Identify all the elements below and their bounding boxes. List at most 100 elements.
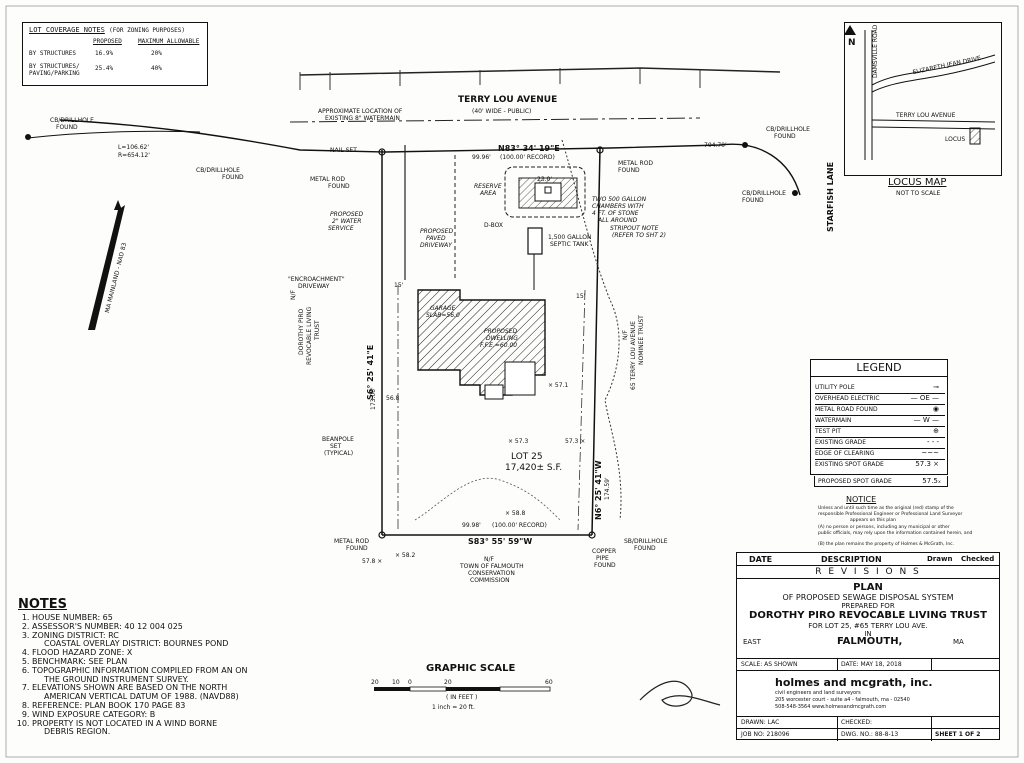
south-owner-name-3: COMMISSION bbox=[470, 577, 510, 584]
metal-rod-nw: METAL ROD bbox=[310, 176, 346, 183]
town-name: FALMOUTH, bbox=[837, 636, 903, 647]
firm-row: holmes and mcgrath, inc. civil engineers… bbox=[737, 671, 999, 717]
existing-spot-grade-icon: 57.3 × bbox=[915, 460, 939, 468]
distance-top-record: (100.00' RECORD) bbox=[500, 154, 555, 161]
legend-item-label: TEST PIT bbox=[815, 428, 841, 435]
spot-grade-373: 57.3 × bbox=[565, 438, 586, 445]
revisions-header-row: DATE DESCRIPTION Drawn Checked bbox=[737, 553, 999, 566]
cb-drillhole-right-b-found: FOUND bbox=[742, 197, 764, 204]
setback-15-east: 15' bbox=[576, 293, 586, 300]
bearing-east: N6° 25' 41"W bbox=[594, 460, 603, 520]
copper-pipe: COPPER bbox=[592, 548, 617, 555]
metal-rod-sw-found: FOUND bbox=[346, 545, 368, 552]
plan-title-area: PLAN OF PROPOSED SEWAGE DISPOSAL SYSTEM … bbox=[737, 579, 999, 659]
edge-of-clearing-icon: ~~~ bbox=[921, 449, 939, 457]
note-item: ASSESSOR'S NUMBER: 40 12 004 025 bbox=[32, 622, 338, 632]
copper-pipe-found: FOUND bbox=[594, 562, 616, 569]
state: MA bbox=[953, 638, 964, 646]
distance-top: 99.96' bbox=[472, 154, 491, 161]
stripout-note-2: (REFER TO SHT 2) bbox=[612, 232, 666, 239]
lot-coverage-notes: LOT COVERAGE NOTES (FOR ZONING PURPOSES)… bbox=[22, 22, 208, 86]
chambers-note: TWO 500 GALLON bbox=[592, 196, 647, 203]
firm-address: 205 worcester court - suite a4 - falmout… bbox=[775, 697, 910, 703]
dwelling-label: PROPOSED bbox=[484, 328, 518, 335]
east-owner-nf: N/F bbox=[622, 330, 629, 340]
legend: LEGEND UTILITY POLE⊸ OVERHEAD ELECTRIC— … bbox=[810, 359, 948, 475]
chamber-dimension: 23.0' bbox=[537, 176, 553, 183]
paved-driveway-label: PROPOSED bbox=[420, 228, 454, 235]
sb-drillhole-found: FOUND bbox=[634, 545, 656, 552]
notice-line: Unless and until such time as the origin… bbox=[818, 506, 954, 511]
dwelling-ffe: F.F.E.=60.00 bbox=[480, 342, 518, 349]
spot-grade-588: × 58.8 bbox=[505, 510, 526, 517]
metal-rod-sw: METAL ROD bbox=[334, 538, 370, 545]
leach-chambers bbox=[534, 182, 562, 202]
south-owner-name: TOWN OF FALMOUTH bbox=[460, 563, 524, 570]
graphic-scale-bar bbox=[374, 686, 551, 692]
coverage-row-proposed: 25.4% bbox=[95, 65, 114, 72]
curve-length: L=106.62' bbox=[118, 144, 150, 151]
coverage-row-proposed: 16.9% bbox=[95, 50, 114, 57]
beanpole-set: SET bbox=[330, 443, 342, 450]
east-owner-name: 65 TERRY LOU AVENUE bbox=[630, 321, 637, 390]
test-pit-icon: ⊕ bbox=[933, 427, 939, 435]
west-owner-nf: N/F bbox=[290, 290, 297, 300]
job-row: JOB NO: 218096 DWG. NO.: 88-8-13 SHEET 1… bbox=[737, 717, 999, 741]
prepared-for: PREPARED FOR bbox=[841, 602, 895, 610]
beanpole-label: BEANPOLE bbox=[322, 436, 354, 443]
scale-field: SCALE: AS SHOWN bbox=[741, 661, 798, 668]
setback-15-west: 15' bbox=[394, 282, 404, 289]
legend-item-label: EXISTING GRADE bbox=[815, 439, 867, 446]
legend-item: METAL ROAD FOUND ◉ bbox=[815, 404, 945, 416]
locus-map-subtitle: NOT TO SCALE bbox=[896, 190, 941, 197]
legend-item: OVERHEAD ELECTRIC— OE — bbox=[815, 393, 945, 405]
south-owner-nf: N/F bbox=[484, 556, 494, 563]
metal-rod-icon: ◉ bbox=[932, 405, 939, 413]
metal-rod-ne: METAL ROD bbox=[618, 160, 654, 167]
legend-title: LEGEND bbox=[811, 360, 947, 377]
legend-item-label: OVERHEAD ELECTRIC bbox=[815, 395, 880, 402]
sheet-number: SHEET 1 OF 2 bbox=[935, 731, 981, 738]
client-name: DOROTHY PIRO REVOCABLE LIVING TRUST bbox=[749, 610, 987, 621]
scale-tick: 60 bbox=[545, 679, 553, 686]
notice-title: NOTICE bbox=[846, 495, 877, 504]
chamber-port bbox=[544, 186, 552, 194]
west-owner-name: DOROTHY PIRO bbox=[298, 308, 305, 355]
metal-rod-ne-marker bbox=[596, 146, 604, 154]
general-notes: NOTES HOUSE NUMBER: 65 ASSESSOR'S NUMBER… bbox=[18, 597, 338, 737]
revision-desc-col: DESCRIPTION bbox=[821, 555, 882, 564]
existing-grade-contour bbox=[414, 477, 561, 521]
spot-grade-568: 56.8 bbox=[386, 395, 400, 402]
deck bbox=[504, 361, 536, 396]
scale-tick: 10 bbox=[392, 679, 400, 686]
watermain-label-2: EXISTING 8" WATERMAIN bbox=[325, 115, 400, 122]
legend-item: UTILITY POLE⊸ bbox=[815, 382, 945, 394]
paved-driveway-label-3: DRIVEWAY bbox=[420, 242, 452, 249]
lot-line-east bbox=[591, 147, 601, 536]
cb-drillhole-mid-found: FOUND bbox=[222, 174, 244, 181]
legend-item-label: METAL ROAD FOUND bbox=[815, 406, 878, 413]
spot-grade-582: × 58.2 bbox=[395, 552, 416, 559]
curve-radius: R=654.12' bbox=[118, 152, 150, 159]
cb-drillhole-right-marker bbox=[742, 142, 748, 148]
proposed-spot-grade-icon: 57.5ₓ bbox=[922, 477, 941, 485]
starfish-lane: STARFISH LANE bbox=[826, 161, 835, 232]
coverage-subtitle: (FOR ZONING PURPOSES) bbox=[109, 27, 185, 34]
graphic-scale-title: GRAPHIC SCALE bbox=[426, 663, 516, 674]
date-field: DATE: MAY 18, 2018 bbox=[841, 661, 902, 668]
street-name: TERRY LOU AVENUE bbox=[458, 95, 558, 105]
scale-unit: ( IN FEET ) bbox=[446, 694, 478, 701]
legend-item: WATERMAIN— W — bbox=[815, 415, 945, 427]
firm-name: holmes and mcgrath, inc. bbox=[775, 676, 933, 689]
note-item: PROPERTY IS NOT LOCATED IN A WIND BORNED… bbox=[32, 719, 338, 738]
note-item: FLOOD HAZARD ZONE: X bbox=[32, 648, 338, 658]
note-item: BENCHMARK: SEE PLAN bbox=[32, 657, 338, 667]
firm-subtitle: civil engineers and land surveyors bbox=[775, 690, 861, 696]
locus-road-damsville: DAMSVILLE ROAD bbox=[872, 24, 879, 78]
road-ticks bbox=[299, 68, 701, 90]
lot-area: 17,420± S.F. bbox=[505, 463, 563, 473]
notice-line: appears on this plan bbox=[850, 518, 897, 523]
